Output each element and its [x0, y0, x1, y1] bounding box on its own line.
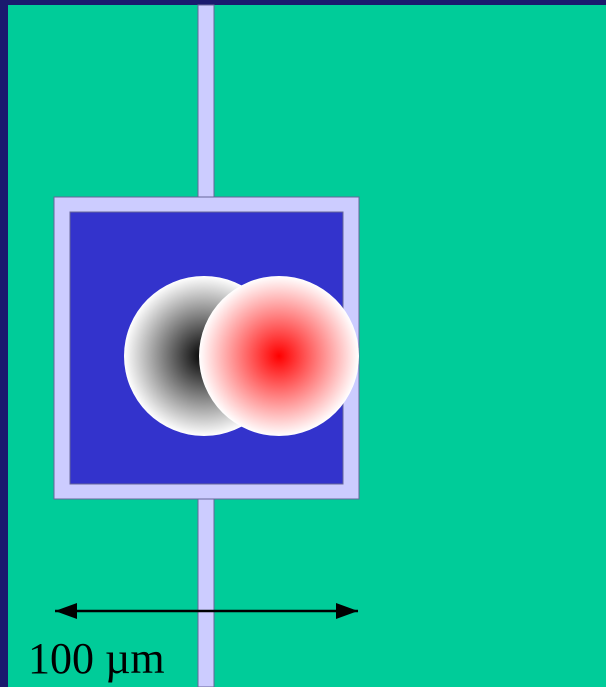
scale-bar-label: 100 µm: [28, 634, 165, 683]
red-spot: [199, 276, 359, 436]
bottom-channel: [197, 498, 215, 687]
top-channel: [197, 4, 215, 198]
